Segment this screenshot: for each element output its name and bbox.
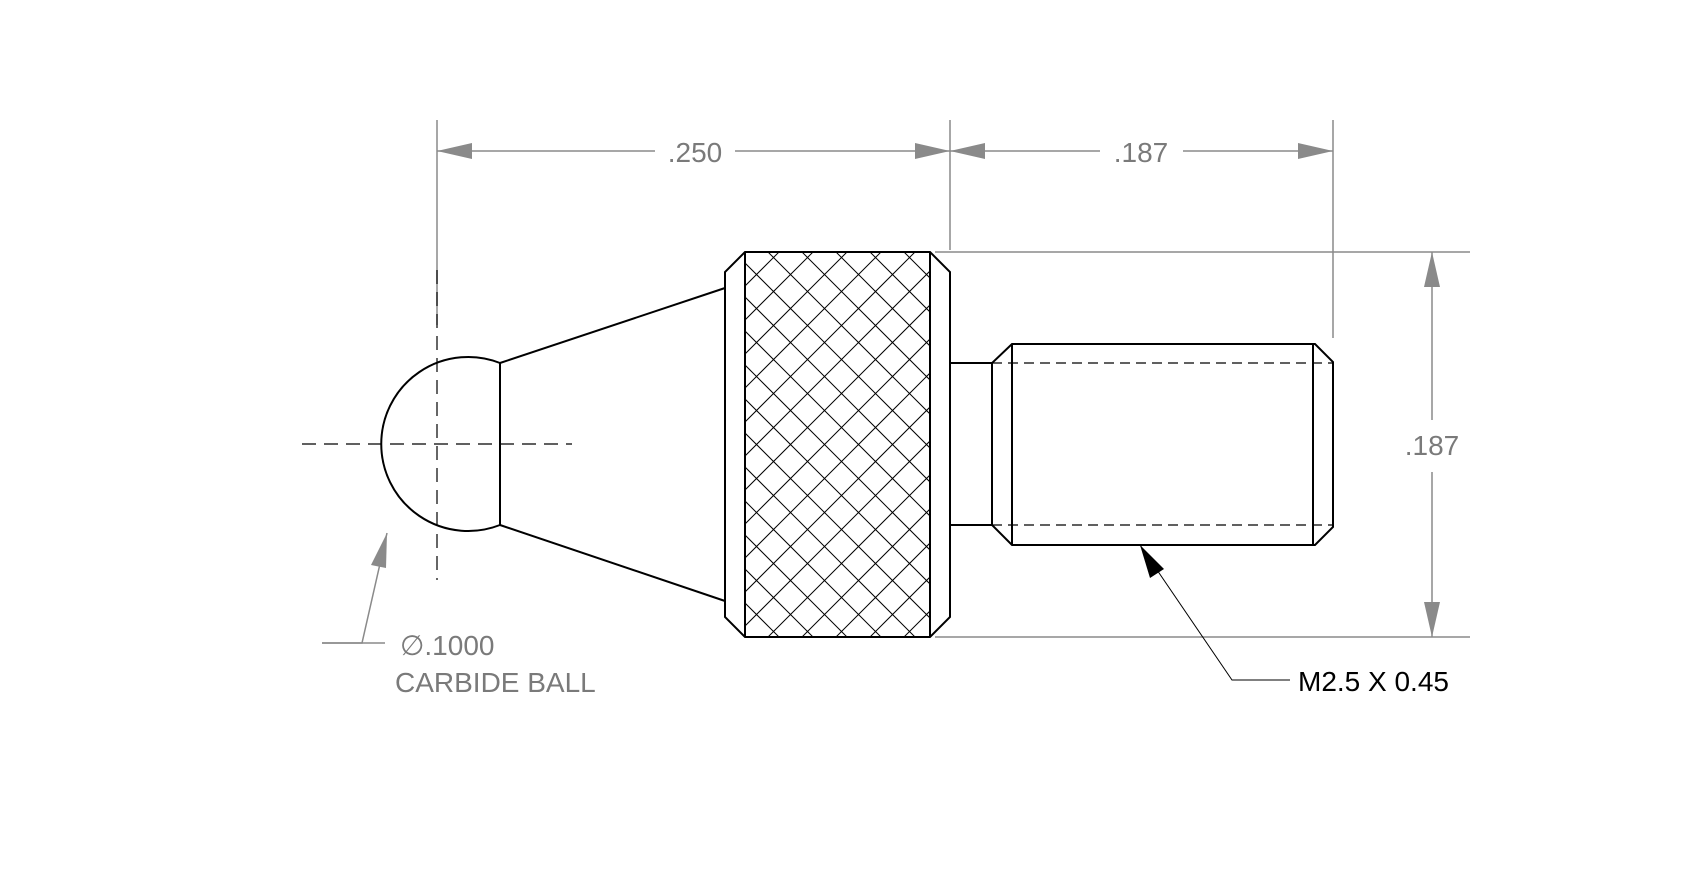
dimension-head-length: .250 (437, 137, 950, 168)
knurl-line (801, 508, 930, 637)
thread-neck (950, 362, 992, 526)
knurl-line (745, 534, 848, 637)
knurled-collar (724, 251, 1693, 638)
knurl-line (972, 252, 1357, 637)
dimension-thread-height: .187 (1405, 252, 1460, 637)
dimension-thread-length-label: .187 (1114, 137, 1169, 168)
knurl-line (745, 252, 848, 355)
ball-callout: ∅.1000 CARBIDE BALL (322, 532, 596, 698)
ball-diameter-label: ∅.1000 (400, 630, 494, 661)
knurl-line (745, 252, 780, 287)
knurl-line (745, 372, 930, 559)
knurl-line (745, 252, 916, 423)
knurl-pattern (745, 252, 1693, 637)
knurl-line (1142, 252, 1527, 637)
extension-lines (436, 120, 1470, 638)
knurl-line (1312, 252, 1693, 637)
knurl-line (903, 610, 930, 637)
knurl-line (938, 252, 1323, 637)
dimension-thread-height-label: .187 (1405, 430, 1460, 461)
knurl-line (801, 252, 930, 381)
knurl-line (938, 252, 1323, 637)
knurl-line (745, 252, 814, 321)
knurl-line (1176, 252, 1561, 637)
dimension-thread-length: .187 (950, 137, 1333, 168)
knurl-line (903, 252, 930, 279)
knurl-line (745, 500, 882, 637)
knurl-line (745, 338, 930, 525)
carbide-ball (302, 270, 572, 580)
knurl-line (1312, 252, 1693, 637)
knurl-line (1278, 252, 1663, 637)
knurl-line (745, 466, 916, 637)
knurl-line (745, 270, 930, 457)
knurl-line (1074, 252, 1459, 637)
threaded-stud (991, 343, 1334, 546)
knurl-line (1176, 252, 1561, 637)
knurl-line (767, 474, 930, 637)
knurl-line (767, 252, 930, 415)
knurl-line (835, 542, 930, 637)
knurl-line (835, 252, 930, 347)
knurl-line (1278, 252, 1663, 637)
dimension-head-length-label: .250 (668, 137, 723, 168)
knurl-line (1210, 252, 1595, 637)
knurl-line (745, 406, 930, 593)
knurl-line (972, 252, 1357, 637)
knurl-line (745, 568, 814, 637)
knurl-line (745, 602, 780, 637)
knurl-line (1210, 252, 1595, 637)
knurl-line (745, 304, 930, 491)
knurl-line (1074, 252, 1459, 637)
knurl-line (745, 440, 930, 627)
thread-spec-label: M2.5 X 0.45 (1298, 666, 1449, 697)
knurl-line (1142, 252, 1527, 637)
knurl-line (1040, 252, 1425, 637)
knurl-line (745, 252, 882, 389)
knurl-line (1040, 252, 1425, 637)
ball-material-label: CARBIDE BALL (395, 667, 596, 698)
thread-callout: M2.5 X 0.45 (1139, 544, 1449, 697)
